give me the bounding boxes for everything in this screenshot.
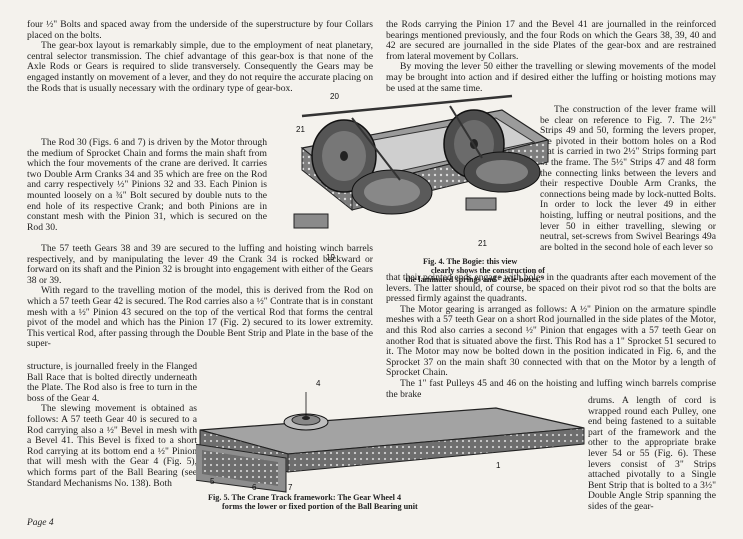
label-7: 7 — [288, 483, 293, 492]
left-top-text: four ½" Bolts and spaced away from the u… — [27, 19, 373, 94]
paragraph: that their pointed ends engage with hole… — [386, 272, 716, 305]
paragraph: With regard to the travelling motion of … — [27, 285, 373, 350]
page-number: Page 4 — [27, 518, 54, 528]
left-wide-text: The 57 teeth Gears 38 and 39 are secured… — [27, 243, 373, 350]
right-bottom-text: drums. A length of cord is wrapped round… — [588, 395, 716, 513]
crane-track-illustration: 4 5 6 7 1 — [196, 379, 585, 493]
fig4-caption: Fig. 4. The Bogie: this view — [423, 257, 541, 266]
right-narrow-text: The construction of the lever frame will… — [540, 104, 716, 253]
label-20: 20 — [330, 92, 339, 101]
left-bottom-text: structure, is journalled freely in the F… — [27, 361, 197, 489]
paragraph: the Rods carrying the Pinion 17 and the … — [386, 19, 716, 62]
right-top-text: the Rods carrying the Pinion 17 and the … — [386, 19, 716, 94]
paragraph: The slewing movement is obtained as foll… — [27, 403, 197, 489]
label-1: 1 — [496, 461, 501, 470]
paragraph: drums. A length of cord is wrapped round… — [588, 395, 716, 512]
left-narrow-text: The Rod 30 (Figs. 6 and 7) is driven by … — [27, 137, 267, 233]
paragraph: The 1" fast Pulleys 45 and 46 on the hoi… — [386, 377, 716, 400]
bogie-illustration: 20 21 21 19 18 — [293, 92, 550, 262]
label-4: 4 — [316, 379, 321, 388]
caption-line: Fig. 5. The Crane Track framework: The G… — [208, 493, 402, 502]
paragraph: The gear-box layout is remarkably simple… — [27, 40, 373, 94]
label-6: 6 — [252, 483, 257, 492]
paragraph: four ½" Bolts and spaced away from the u… — [27, 19, 373, 41]
paragraph: The Rod 30 (Figs. 6 and 7) is driven by … — [27, 137, 267, 233]
label-21b: 21 — [478, 239, 487, 248]
fig4-caption-cont: clearly shows the construction of the la… — [335, 266, 545, 285]
caption-line: clearly shows the construction of — [430, 266, 545, 275]
right-mid-text: that their pointed ends engage with hole… — [386, 272, 716, 400]
paragraph: By moving the lever 50 either the travel… — [386, 61, 716, 94]
fig5-caption: Fig. 5. The Crane Track framework: The G… — [208, 493, 588, 512]
label-21: 21 — [296, 125, 305, 134]
label-19: 19 — [326, 253, 335, 262]
paragraph: The 57 teeth Gears 38 and 39 are secured… — [27, 243, 373, 286]
label-5: 5 — [210, 477, 215, 486]
paragraph: structure, is journalled freely in the F… — [27, 361, 197, 404]
caption-line: the laminated springs and "axle boxes." — [405, 275, 545, 285]
paragraph: The Motor gearing is arranged as follows… — [386, 303, 716, 379]
caption-line: forms the lower or fixed portion of the … — [222, 502, 418, 512]
paragraph: The construction of the lever frame will… — [540, 104, 716, 253]
caption-line: Fig. 4. The Bogie: this view — [423, 257, 518, 266]
